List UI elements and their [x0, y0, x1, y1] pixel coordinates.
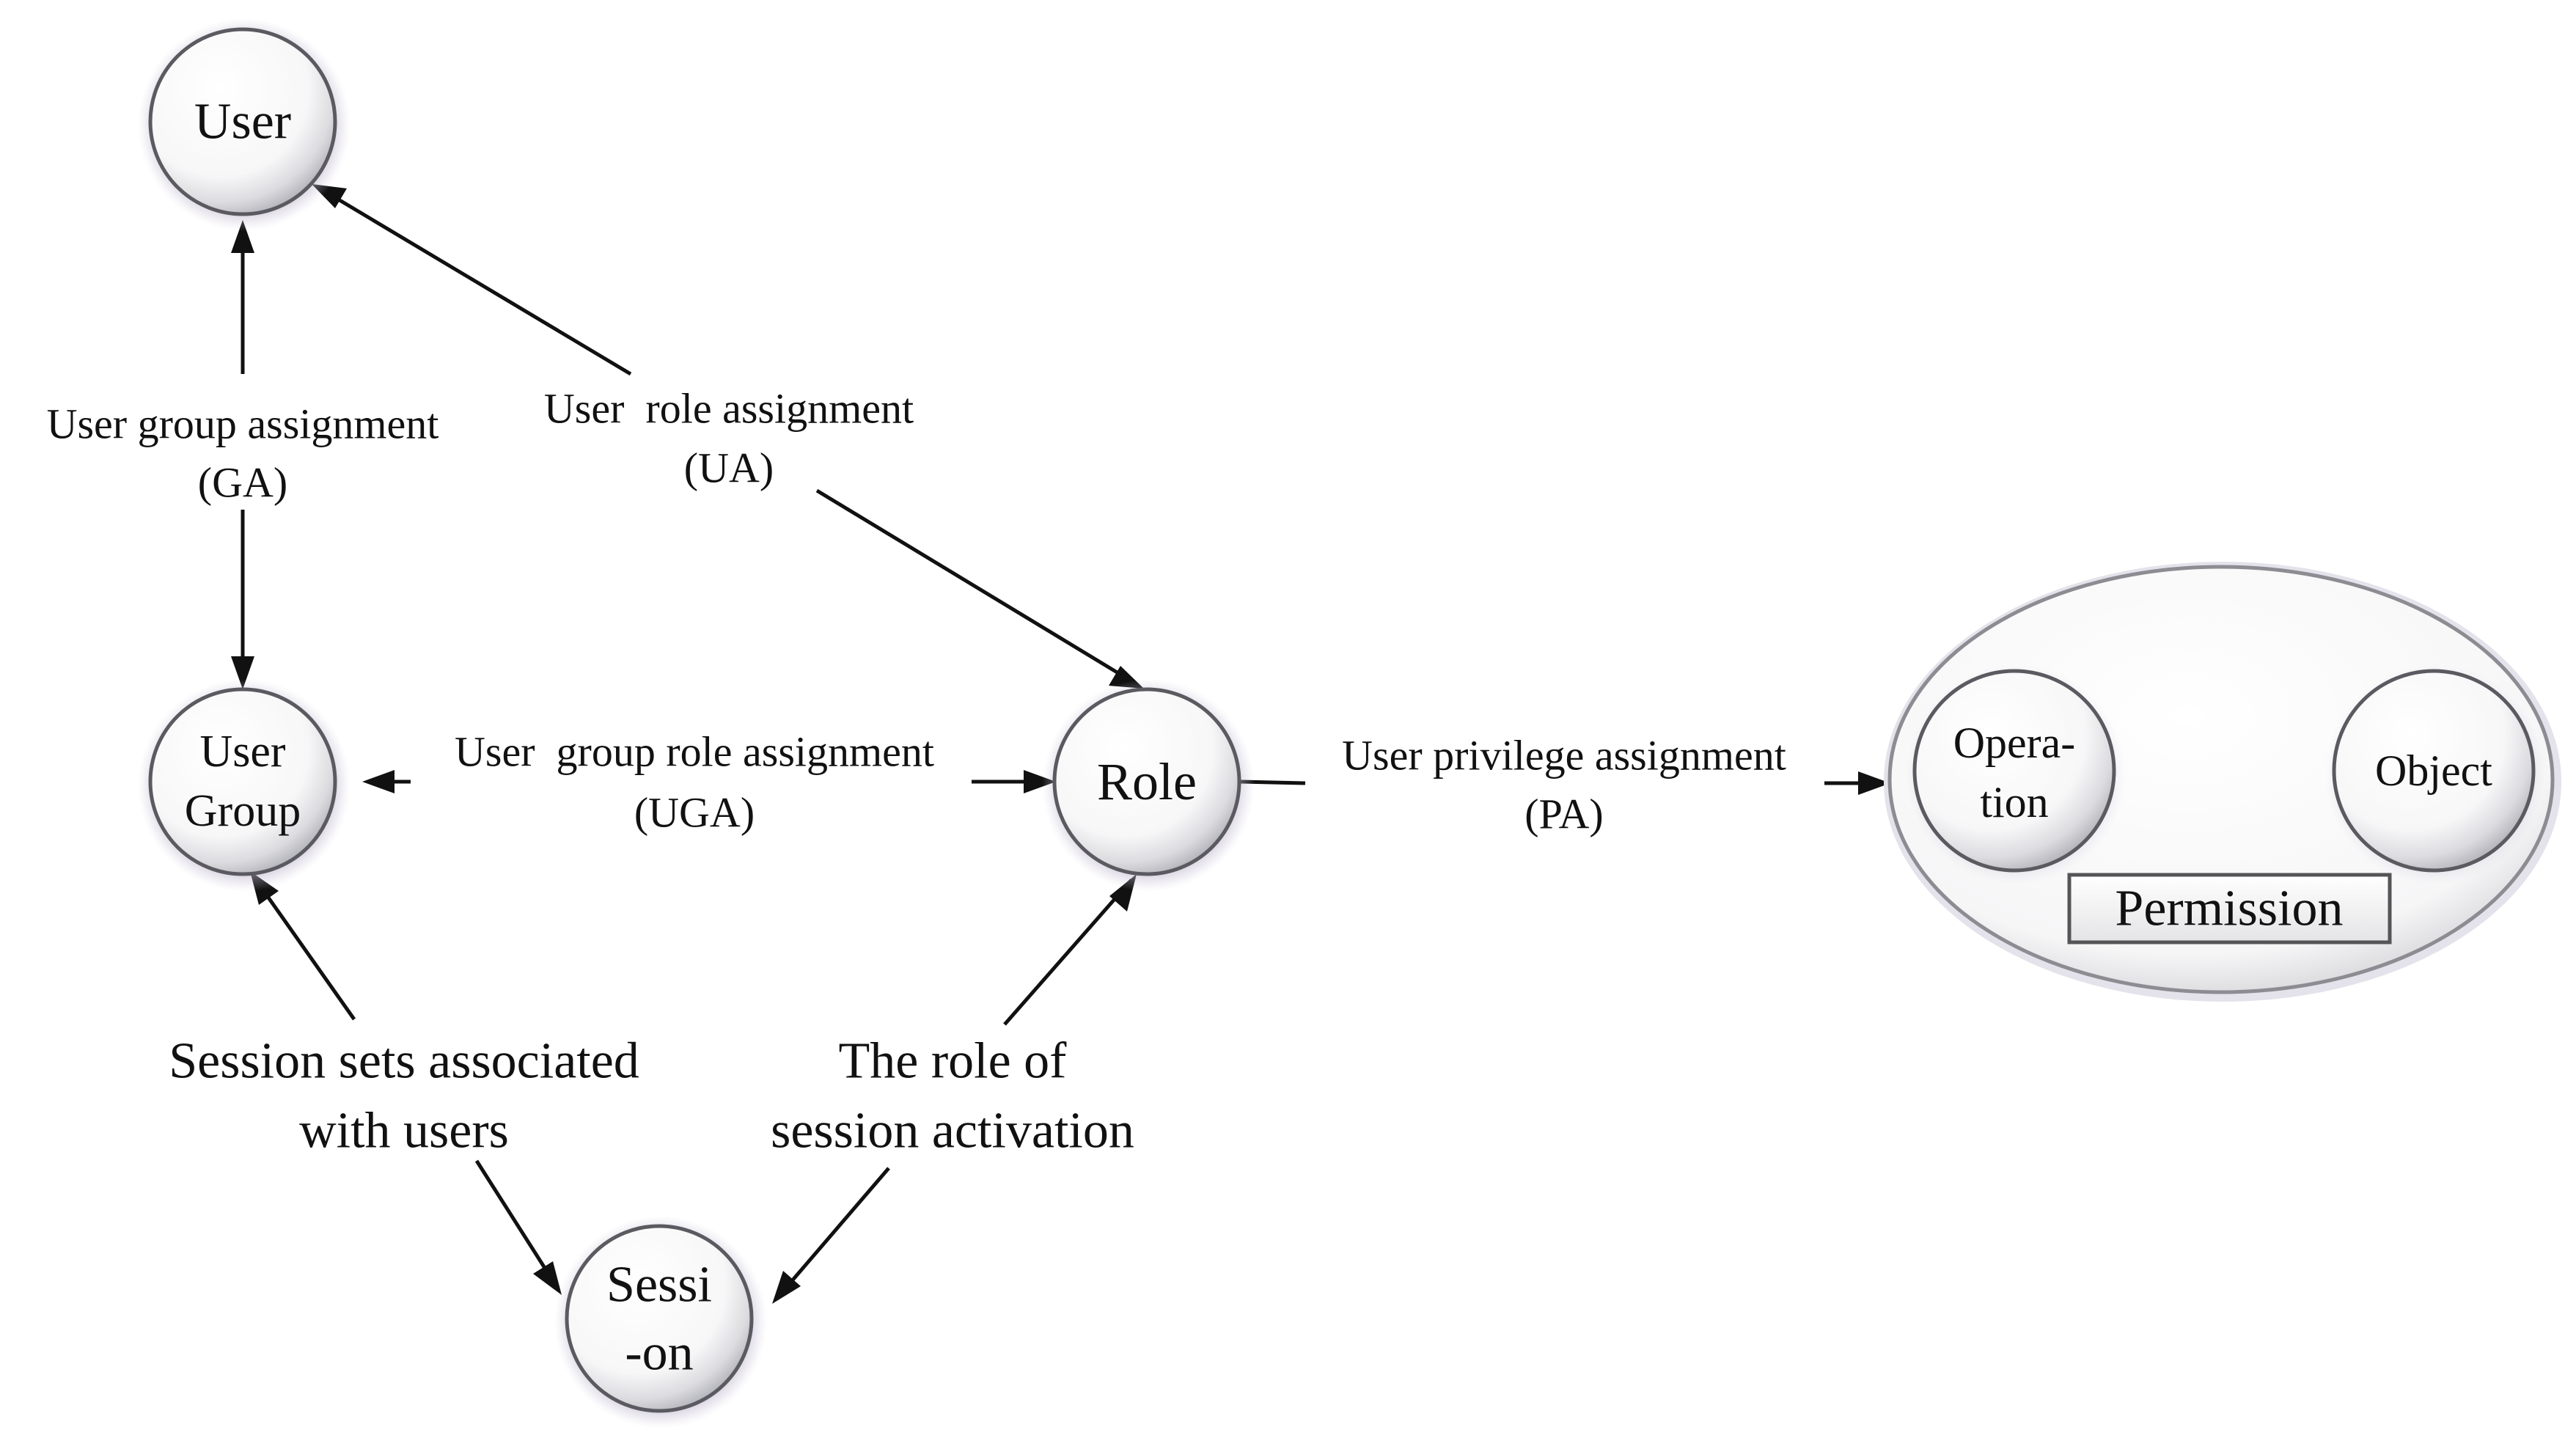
edge-uga-label-line2: (UGA) [634, 789, 755, 837]
arrowhead-to-user-ga [231, 220, 254, 253]
edge-pa-label-line1: User privilege assignment [1342, 732, 1786, 779]
node-session: Sessi -on [554, 1216, 767, 1428]
node-user-circle [148, 27, 337, 216]
node-user-group-label-line1: User [199, 727, 285, 777]
edge-session-users-label-line2: with users [299, 1103, 509, 1159]
node-operation-label-line2: tion [1980, 778, 2048, 826]
node-session-circle [565, 1224, 754, 1413]
node-user-group-circle [148, 687, 337, 876]
edge-uga-label-line1: User group role assignment [455, 728, 934, 776]
node-operation: Opera- tion [1906, 664, 2126, 884]
edge-session-users-lower [474, 1159, 559, 1289]
edge-ua-upper [316, 185, 632, 376]
edge-session-users-upper [252, 876, 356, 1021]
node-role-circle [1052, 687, 1241, 876]
edge-session-role-label-line1: The role of [839, 1033, 1068, 1090]
node-role-label: Role [1097, 752, 1197, 811]
arrowhead-to-permission-pa [1858, 771, 1890, 795]
node-operation-circle [1912, 669, 2116, 873]
node-user-group: User Group [138, 679, 351, 892]
node-object: Object [2325, 664, 2545, 884]
node-session-label-line2: -on [625, 1325, 693, 1382]
edge-ga-label-line1: User group assignment [47, 400, 439, 448]
edge-session-role-label-line2: session activation [771, 1103, 1134, 1159]
permission-label: Permission [2115, 881, 2343, 937]
node-session-label-line1: Sessi [606, 1257, 712, 1313]
edge-ga-label-line2: (GA) [198, 459, 287, 507]
node-operation-label-line1: Opera- [1953, 719, 2076, 767]
node-object-circle [2332, 669, 2536, 873]
edge-session-role-lower [776, 1167, 890, 1299]
arrowhead-to-session-users [533, 1261, 562, 1295]
edges [241, 185, 2335, 1299]
node-user-group-label-line2: Group [185, 786, 301, 836]
arrowhead-to-usergroup-ga [231, 656, 254, 689]
node-user: User [138, 18, 351, 231]
node-user-label: User [194, 94, 291, 150]
node-role: Role [1042, 679, 1255, 892]
permission-label-box [2067, 873, 2392, 944]
node-object-label: Object [2375, 746, 2492, 795]
edge-ua-lower [815, 488, 1138, 686]
edge-pa-label-line2: (PA) [1524, 790, 1603, 838]
arrowhead-to-role-uga [1024, 770, 1056, 793]
edge-labels: User group assignment (GA) User role ass… [47, 385, 1786, 1159]
edge-ua-label-line2: (UA) [684, 444, 774, 492]
arrowhead-to-usergroup-uga [362, 770, 395, 793]
edge-session-users-label-line1: Session sets associated [169, 1033, 639, 1090]
edge-ua-label-line1: User role assignment [544, 385, 914, 433]
arrowhead-to-session-role [772, 1271, 801, 1304]
edge-session-role-upper [1003, 878, 1133, 1026]
